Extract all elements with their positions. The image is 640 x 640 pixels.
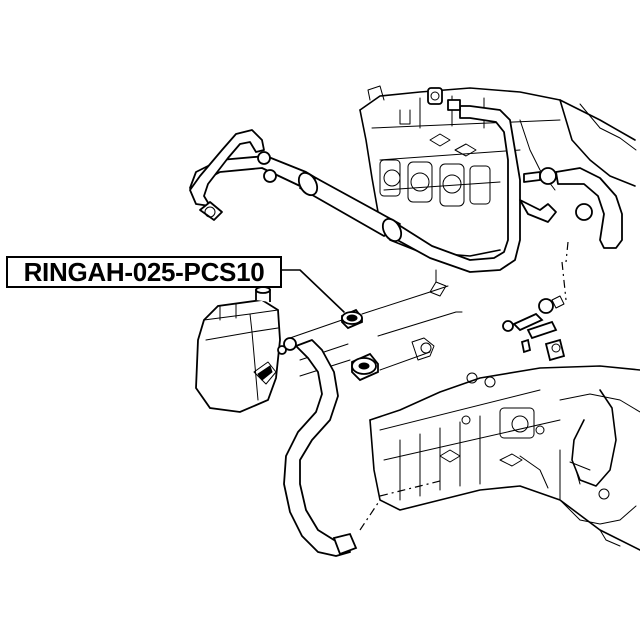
bracket-bolts	[502, 295, 566, 362]
reservoir-tank	[195, 286, 281, 413]
cylinder-head	[359, 85, 637, 257]
part-number-label: RINGAH-025-PCS10	[6, 256, 282, 288]
upper-coolant-pipe	[189, 87, 623, 273]
label-leader	[281, 269, 345, 313]
engine-block	[369, 365, 640, 551]
bushing-upper	[341, 308, 363, 330]
guide-lines	[359, 241, 569, 531]
bushing-lower	[351, 352, 379, 382]
lower-hose	[277, 337, 358, 557]
